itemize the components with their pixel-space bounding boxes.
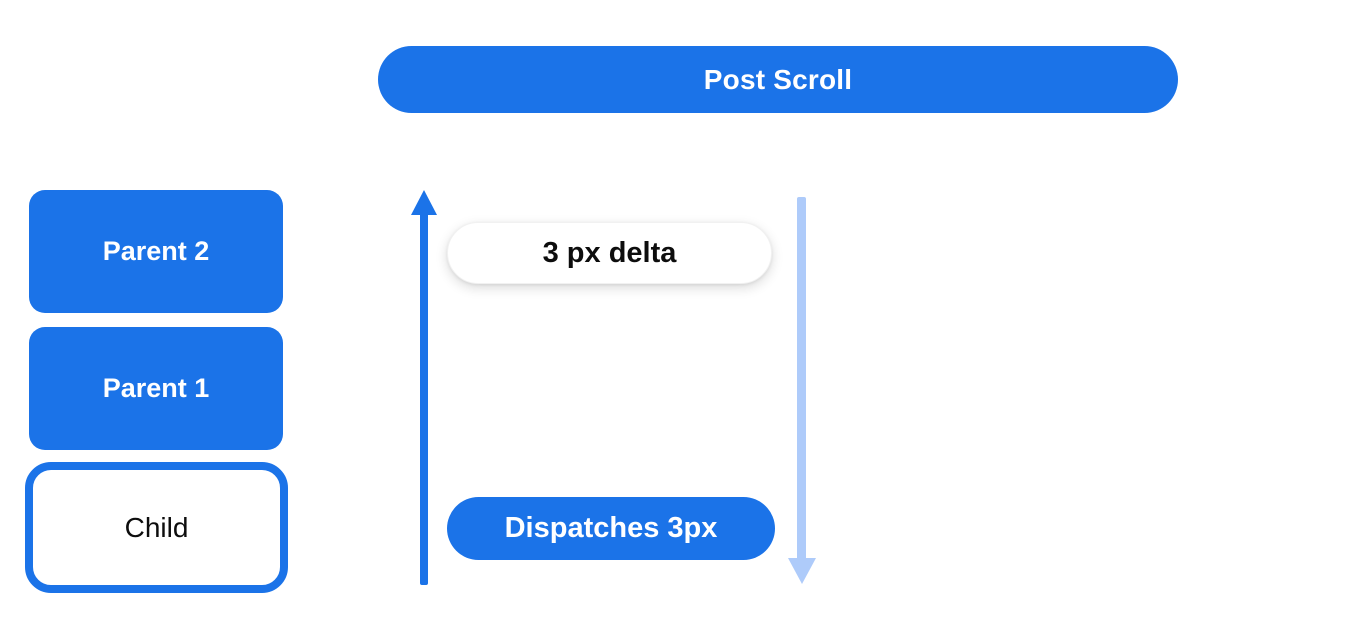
up-arrow-shaft (420, 212, 428, 585)
parent1-box: Parent 1 (29, 327, 283, 450)
delta-label: 3 px delta (542, 236, 677, 269)
post-scroll-bar: Post Scroll (378, 46, 1178, 113)
delta-pill: 3 px delta (447, 222, 772, 284)
dispatch-pill: Dispatches 3px (447, 497, 775, 560)
parent1-label: Parent 1 (102, 373, 210, 403)
down-arrow-head (788, 558, 816, 584)
child-label: Child (124, 511, 189, 543)
up-arrow-head (411, 190, 437, 215)
parent2-box: Parent 2 (29, 190, 283, 313)
post-scroll-label: Post Scroll (703, 63, 853, 95)
child-box: Child (25, 462, 288, 593)
dispatch-label: Dispatches 3px (504, 512, 718, 544)
parent2-label: Parent 2 (102, 236, 210, 266)
down-arrow-shaft (797, 197, 806, 561)
